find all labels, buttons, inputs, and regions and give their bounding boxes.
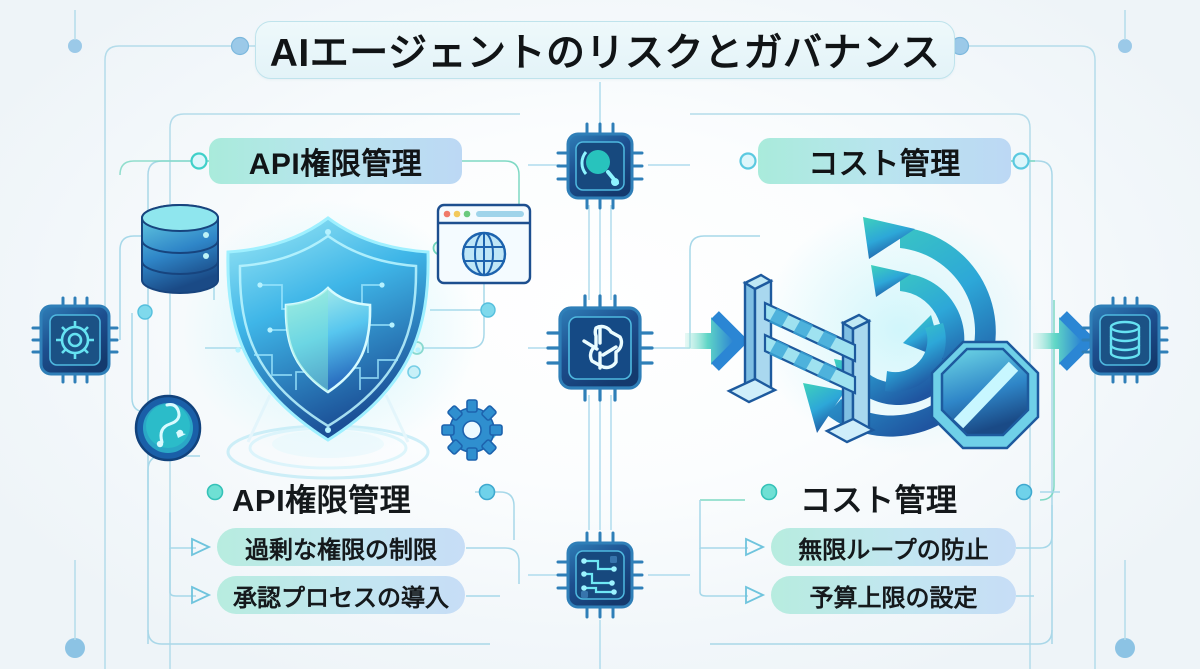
column-heading-cost-management: コスト管理: [800, 483, 958, 518]
item-pill-excess-permission[interactable]: 過剰な権限の制限: [217, 528, 465, 566]
stop-sign-icon: [930, 340, 1040, 450]
browser-globe-icon: [436, 203, 532, 285]
chevron-arrow-left-icon: [685, 311, 749, 371]
chip-scan-icon[interactable]: [556, 122, 644, 210]
network-node-badge-icon: [134, 394, 202, 462]
illustration-api-permission: [134, 200, 532, 480]
chip-circuit-flow-icon[interactable]: [556, 531, 644, 619]
chip-openai-icon[interactable]: [546, 294, 654, 402]
item-pill-infinite-loop[interactable]: 無限ループの防止: [771, 528, 1016, 566]
page-title: AIエージェントのリスクとガバナンス: [255, 21, 955, 79]
chip-gear-icon[interactable]: [31, 296, 119, 384]
guardrail-barrier-icon: [726, 273, 876, 444]
chevron-arrow-right-icon: [1033, 311, 1097, 371]
database-icon: [141, 204, 219, 294]
section-badge-cost-management[interactable]: コスト管理: [758, 138, 1011, 184]
column-heading-api-permission: API権限管理: [232, 483, 412, 518]
illustration-cost-management: [685, 205, 1097, 455]
shield-icon: [226, 216, 430, 442]
gear-icon: [441, 399, 503, 461]
node-dot: [230, 36, 250, 56]
section-badge-api-permission[interactable]: API権限管理: [209, 138, 462, 184]
item-pill-approval-process[interactable]: 承認プロセスの導入: [217, 576, 465, 614]
item-pill-budget-limit[interactable]: 予算上限の設定: [771, 576, 1016, 614]
